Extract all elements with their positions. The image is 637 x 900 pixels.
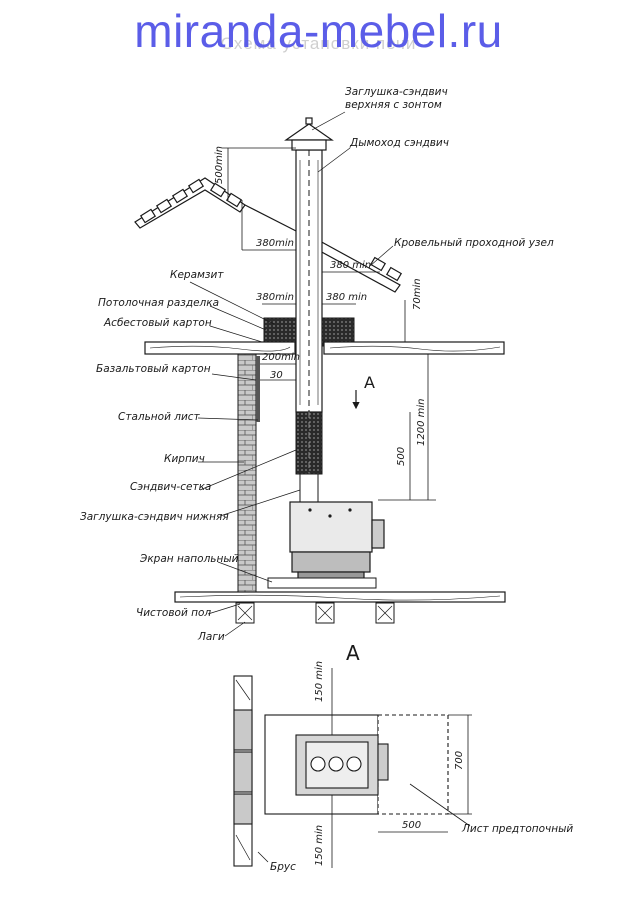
label-steel-sheet: Стальной лист	[118, 411, 201, 423]
chimney-pipe	[295, 149, 323, 413]
dim-150-bottom: 150 min	[314, 825, 325, 866]
label-cap-top-2: верхняя с зонтом	[345, 99, 442, 111]
leader-lines	[189, 111, 394, 637]
view-a-sheet	[264, 714, 449, 815]
label-beam: Брус	[270, 861, 296, 873]
view-a-wall	[233, 675, 253, 867]
floor-screen	[267, 577, 377, 589]
floor	[174, 591, 506, 603]
label-logs: Лаги	[197, 631, 225, 643]
diagram-title: Схема установки печи	[220, 34, 417, 53]
dim-700: 700	[454, 751, 465, 770]
section-a-label: A	[346, 641, 360, 665]
dim-150-top: 150 min	[314, 661, 325, 702]
brick-wall	[237, 353, 260, 595]
bottom-cap	[299, 473, 319, 503]
label-ceiling-cut: Потолочная разделка	[98, 297, 219, 309]
label-asbestos: Асбестовый картон	[103, 317, 212, 329]
dim-380-roof: 380 min	[330, 260, 371, 271]
label-keramzit: Керамзит	[170, 269, 224, 281]
dim-500-bottom: 500	[402, 820, 421, 831]
label-roof-node: Кровельный проходной узел	[394, 237, 554, 249]
label-pre-sheet: Лист предтопочный	[461, 823, 573, 835]
label-brick: Кирпич	[164, 453, 205, 465]
ceiling-cut	[263, 317, 355, 347]
roof	[134, 177, 403, 293]
dim-380-ceil-left: 380min	[256, 292, 294, 303]
label-floor: Чистовой пол	[136, 607, 211, 619]
dim-500min: 500min	[214, 146, 225, 184]
ceiling	[144, 341, 505, 355]
label-cap-bottom: Заглушка-сэндвич нижняя	[80, 511, 229, 523]
dim-500: 500	[396, 447, 407, 466]
view-arrow-label: A	[364, 373, 375, 392]
watermark-text: miranda-mebel.ru	[134, 5, 503, 57]
label-basalt: Базальтовый картон	[96, 363, 211, 375]
dim-380-left: 380min	[256, 238, 294, 249]
dim-380-ceil-right: 380 min	[326, 292, 367, 303]
dim-1200min: 1200 min	[416, 399, 427, 447]
stove	[289, 501, 385, 581]
dim-30: 30	[270, 370, 283, 381]
floor-logs	[235, 602, 395, 624]
label-cap-top-1: Заглушка-сэндвич	[345, 86, 448, 98]
label-mesh: Сэндвич-сетка	[130, 481, 211, 493]
dim-200min: 200min	[262, 352, 300, 363]
label-floor-screen: Экран напольный	[139, 553, 239, 565]
dim-70min: 70min	[412, 278, 423, 310]
label-chimney: Дымоход сэндвич	[349, 137, 449, 149]
chimney-cap	[284, 117, 334, 151]
